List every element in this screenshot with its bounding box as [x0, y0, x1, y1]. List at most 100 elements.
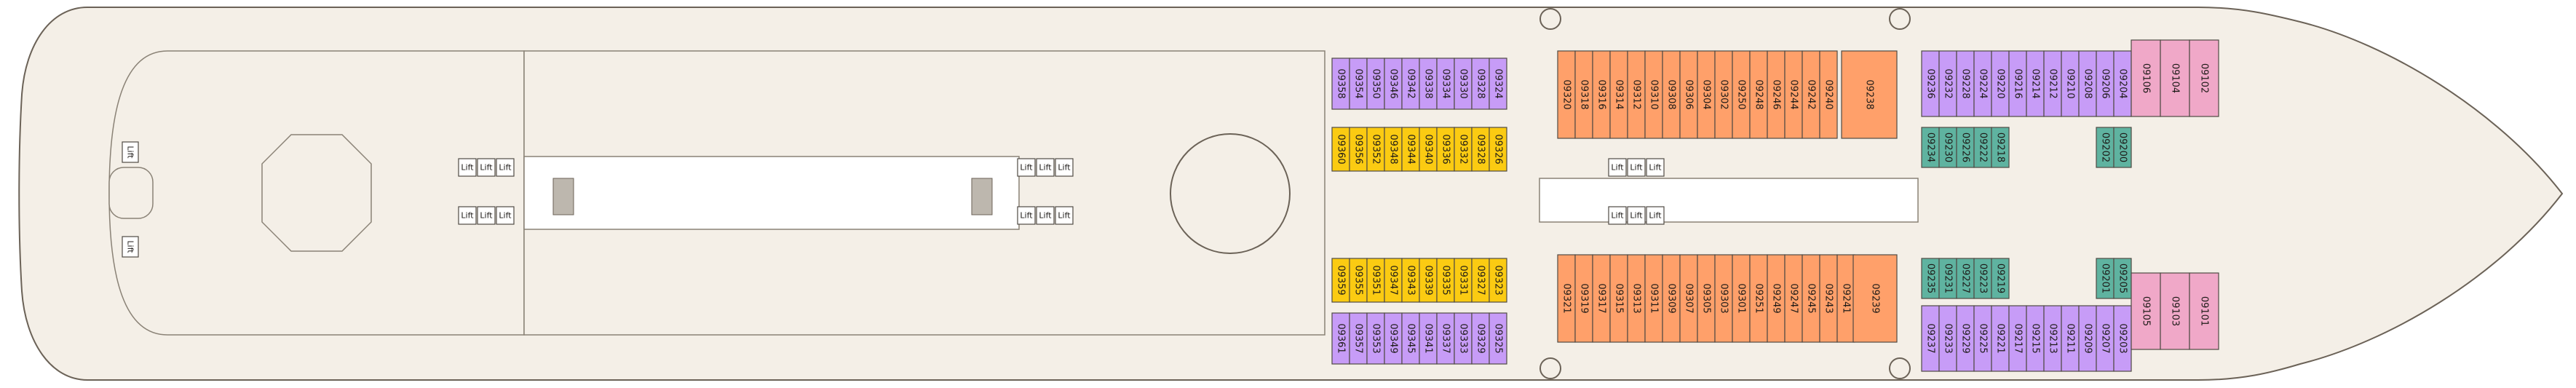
cabin-09350[interactable]	[1366, 58, 1385, 110]
cabin-09305[interactable]	[1697, 254, 1716, 343]
cabin-09352[interactable]	[1366, 127, 1385, 172]
cabin-09245[interactable]	[1802, 254, 1820, 343]
cabin-09238[interactable]	[1841, 50, 1898, 139]
cabin-09325[interactable]	[1489, 312, 1507, 365]
cabin-09246[interactable]	[1767, 50, 1786, 139]
cabin-09241[interactable]	[1836, 254, 1855, 343]
cabin-09251[interactable]	[1749, 254, 1768, 343]
cabin-09103[interactable]	[2160, 272, 2190, 350]
lift-group-aft-stbd-box[interactable]	[496, 206, 515, 225]
cabin-09200[interactable]	[2113, 127, 2132, 168]
cabin-09216[interactable]	[2008, 50, 2027, 117]
lift-group-aft-stbd-box[interactable]	[477, 206, 496, 225]
cabin-09329[interactable]	[1471, 312, 1490, 365]
cabin-09231[interactable]	[1938, 258, 1957, 299]
cabin-09236[interactable]	[1921, 50, 1940, 117]
cabin-09345[interactable]	[1401, 312, 1420, 365]
cabin-09233[interactable]	[1938, 305, 1957, 372]
cabin-09240[interactable]	[1819, 50, 1838, 139]
cabin-09205[interactable]	[2113, 258, 2132, 299]
cabin-09333[interactable]	[1454, 312, 1473, 365]
lift-group-mid-port-box[interactable]	[1017, 158, 1036, 177]
cabin-09219[interactable]	[1991, 258, 2010, 299]
cabin-09207[interactable]	[2096, 305, 2115, 372]
cabin-09232[interactable]	[1938, 50, 1957, 117]
lift-group-mid-stbd-box[interactable]	[1036, 206, 1055, 225]
cabin-09344[interactable]	[1401, 127, 1420, 172]
cabin-09204[interactable]	[2113, 50, 2132, 117]
cabin-09101[interactable]	[2189, 272, 2219, 350]
cabin-09318[interactable]	[1574, 50, 1593, 139]
cabin-09212[interactable]	[2043, 50, 2062, 117]
lift-group-mid-stbd-box[interactable]	[1055, 206, 1074, 225]
lift-group-fwd-stbd-box[interactable]	[1608, 206, 1627, 225]
cabin-09346[interactable]	[1384, 58, 1403, 110]
cabin-09301[interactable]	[1732, 254, 1751, 343]
lift-group-fwd-port-box[interactable]	[1646, 158, 1665, 177]
cabin-09331[interactable]	[1454, 258, 1473, 303]
cabin-09224[interactable]	[1973, 50, 1992, 117]
cabin-09210[interactable]	[2061, 50, 2080, 117]
lift-group-mid-port-box[interactable]	[1055, 158, 1074, 177]
cabin-09105[interactable]	[2131, 272, 2161, 350]
cabin-09316[interactable]	[1592, 50, 1611, 139]
cabin-09341[interactable]	[1419, 312, 1438, 365]
cabin-09239[interactable]	[1852, 254, 1898, 343]
cabin-09235[interactable]	[1921, 258, 1940, 299]
cabin-09321[interactable]	[1557, 254, 1576, 343]
cabin-09326[interactable]	[1489, 127, 1507, 172]
cabin-09354[interactable]	[1349, 58, 1368, 110]
cabin-09229[interactable]	[1956, 305, 1975, 372]
cabin-09102[interactable]	[2189, 39, 2219, 117]
cabin-09237[interactable]	[1921, 305, 1940, 372]
cabin-09203[interactable]	[2113, 305, 2132, 372]
cabin-09308[interactable]	[1662, 50, 1681, 139]
cabin-09104[interactable]	[2160, 39, 2190, 117]
cabin-09242[interactable]	[1802, 50, 1820, 139]
cabin-09339[interactable]	[1419, 258, 1438, 303]
lift-group-aft-port-box[interactable]	[458, 158, 477, 177]
cabin-09342[interactable]	[1401, 58, 1420, 110]
cabin-09337[interactable]	[1436, 312, 1455, 365]
cabin-09340[interactable]	[1419, 127, 1438, 172]
stern-lift-box[interactable]	[122, 141, 139, 163]
cabin-09317[interactable]	[1592, 254, 1611, 343]
lift-group-aft-port-box[interactable]	[477, 158, 496, 177]
cabin-09247[interactable]	[1784, 254, 1803, 343]
cabin-09226[interactable]	[1956, 127, 1975, 168]
cabin-09213[interactable]	[2043, 305, 2062, 372]
cabin-09323[interactable]	[1489, 258, 1507, 303]
cabin-09314[interactable]	[1609, 50, 1628, 139]
cabin-09307[interactable]	[1679, 254, 1698, 343]
cabin-09328[interactable]	[1471, 127, 1490, 172]
cabin-09320[interactable]	[1557, 50, 1576, 139]
cabin-09218[interactable]	[1991, 127, 2010, 168]
cabin-09303[interactable]	[1714, 254, 1733, 343]
lift-group-mid-stbd-box[interactable]	[1017, 206, 1036, 225]
stern-lift-box[interactable]	[122, 236, 139, 258]
lift-group-aft-stbd-box[interactable]	[458, 206, 477, 225]
cabin-09220[interactable]	[1991, 50, 2010, 117]
cabin-09309[interactable]	[1662, 254, 1681, 343]
cabin-09250[interactable]	[1732, 50, 1751, 139]
cabin-09223[interactable]	[1973, 258, 1992, 299]
cabin-09230[interactable]	[1938, 127, 1957, 168]
cabin-09330[interactable]	[1454, 58, 1473, 110]
lift-group-fwd-port-box[interactable]	[1627, 158, 1646, 177]
lift-group-fwd-stbd-box[interactable]	[1627, 206, 1646, 225]
cabin-09217[interactable]	[2008, 305, 2027, 372]
lift-group-fwd-stbd-box[interactable]	[1646, 206, 1665, 225]
cabin-09324[interactable]	[1489, 58, 1507, 110]
cabin-09353[interactable]	[1366, 312, 1385, 365]
cabin-09335[interactable]	[1436, 258, 1455, 303]
cabin-09225[interactable]	[1973, 305, 1992, 372]
lift-group-fwd-port-box[interactable]	[1608, 158, 1627, 177]
lift-group-mid-port-box[interactable]	[1036, 158, 1055, 177]
cabin-09209[interactable]	[2078, 305, 2097, 372]
cabin-09347[interactable]	[1384, 258, 1403, 303]
cabin-09243[interactable]	[1819, 254, 1838, 343]
cabin-09214[interactable]	[2026, 50, 2045, 117]
cabin-09315[interactable]	[1609, 254, 1628, 343]
lift-group-aft-port-box[interactable]	[496, 158, 515, 177]
cabin-09201[interactable]	[2096, 258, 2115, 299]
